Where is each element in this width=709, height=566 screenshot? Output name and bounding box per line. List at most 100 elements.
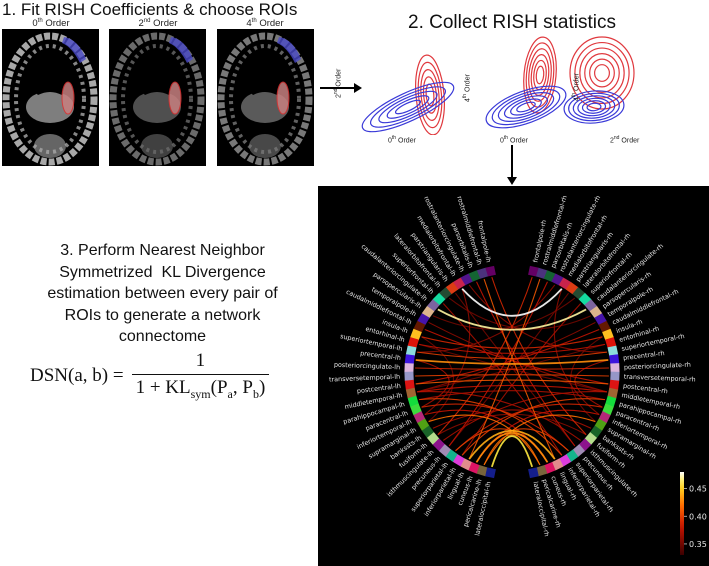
plot1-xlabel: 0th Order (388, 135, 416, 145)
arrow-down-icon (507, 145, 517, 185)
contour-line (523, 36, 557, 114)
node-precentral-lh (404, 354, 415, 365)
edge-parahippocampal-lh-parahippocampal-rh (418, 390, 606, 401)
edge-medialorbitofrontal-lh-medialorbitofrontal-rh (461, 288, 563, 317)
node-lateraloccipital-rh (528, 467, 539, 479)
node-label: posteriorcingulate-lh (334, 361, 401, 372)
contour-line (525, 42, 555, 108)
node-lingual-lh (460, 458, 473, 471)
contour-line (516, 101, 536, 113)
node-lingual-rh (551, 458, 564, 471)
contour-line (485, 85, 567, 129)
brain-images (2, 29, 314, 166)
plot3-xlabel: 2nd Order (610, 135, 640, 145)
contour-line (586, 102, 602, 112)
colorbar: 0.45 0.40 0.35 (680, 472, 707, 555)
edge-entorhinal-lh-entorhinal-rh (418, 343, 606, 354)
node-middletemporal-rh (607, 387, 619, 399)
edge-precentral-lh-precentral-rh (415, 359, 609, 365)
edge-rostralmiddlefrontal-rh-lingual-lh (468, 278, 541, 460)
node-pericalcarine-lh (476, 465, 488, 477)
formula-numerator: 1 (195, 350, 206, 371)
contour-line (503, 95, 549, 119)
roi-red (276, 81, 290, 115)
contour-line (510, 98, 542, 116)
edge-cuneus-lh-cuneus-rh (475, 432, 549, 463)
node-rostralmiddlefrontal-rh (536, 267, 548, 279)
roi-blue (277, 37, 301, 63)
contour-line (394, 99, 422, 115)
node-posteriorcingulate-lh (404, 363, 414, 373)
node-parahippocampal-rh (605, 395, 617, 407)
connectome-circle-plot: frontalpole-lhrostralmiddlefrontal-lhpar… (329, 194, 707, 555)
brain-slice-2 (217, 29, 314, 166)
edge-lingual-lh-lingual-rh (468, 429, 556, 460)
plot1-ylabel: 2nd Order (333, 68, 343, 98)
node-frontalpole-lh (485, 265, 496, 277)
edge-lateralorbitofrontal-lh-parsopercularis-rh (448, 297, 592, 330)
contour-plot-1 (361, 54, 455, 135)
node-parahippocampal-lh (407, 395, 419, 407)
contour-line (568, 92, 620, 122)
node-caudalmiddlefrontal-lh (413, 320, 426, 333)
connectome-edges (415, 276, 609, 468)
brain-label-4: 4th Order (246, 18, 284, 30)
formula-lhs: DSN(a, b) = (30, 364, 124, 386)
contour-line (569, 36, 635, 110)
contour-line (574, 41, 630, 105)
colorbar-tick-label: 0.40 (689, 512, 707, 521)
node-postcentral-rh (609, 379, 620, 390)
brain-label-0: 0th Order (32, 18, 70, 30)
formula-fraction: 1 1 + KLsym(Pa, Pb) (131, 350, 270, 402)
node-label: transversetemporal-lh (329, 373, 400, 384)
roi-blue (169, 37, 193, 63)
plot3-ylabel: 4th Order (571, 73, 581, 101)
contour-plot-3 (563, 36, 635, 124)
node-parsorbitalis-lh (468, 270, 481, 282)
edge-lateraloccipital-lh-lateraloccipital-rh (490, 435, 534, 468)
node-cuneus-rh (543, 462, 556, 474)
formula-denominator: 1 + KLsym(Pa, Pb) (131, 374, 270, 402)
node-insula-lh (410, 328, 422, 341)
node-precentral-rh (609, 354, 620, 365)
contour-line (584, 53, 620, 93)
node-middletemporal-lh (405, 387, 417, 399)
edge-posteriorcingulate-lh-posteriorcingulate-rh (415, 367, 609, 370)
edge-frontalpole-lh-fusiform-rh (491, 276, 587, 435)
contour-line (491, 88, 561, 126)
contour-line (579, 47, 625, 99)
colorbar-tick-label: 0.45 (689, 485, 707, 494)
node-transversetemporal-lh (404, 371, 414, 381)
step3-line: connectome (118, 328, 207, 345)
node-cuneus-lh (468, 462, 481, 474)
node-label: transversetemporal-rh (624, 373, 696, 384)
edge-caudalanteriorcingulate-lh-caudalanteriorcingulate-rh (437, 308, 587, 331)
contour-line (528, 48, 552, 102)
edge-insula-lh-insula-rh (421, 336, 603, 349)
contour-line (535, 65, 545, 85)
edge-parahippocampal-lh-inferiorparietal-rh (418, 398, 563, 456)
node-superiortemporal-rh (607, 345, 619, 357)
edge-rostralanteriorcingulate-lh-superiortemporal-rh (468, 284, 607, 353)
connectome-nodes (404, 265, 620, 479)
node-label: posteriorcingulate-rh (624, 361, 691, 372)
arrow-right-icon (320, 83, 362, 93)
edge-supramarginal-lh-pericalcarine-rh (428, 414, 541, 466)
contour-line (533, 59, 547, 91)
step2-title: 2. Collect RISH statistics (408, 12, 616, 33)
node-pericalcarine-rh (536, 465, 548, 477)
dsn-formula: DSN(a, b) = 1 1 + KLsym(Pa, Pb) (30, 350, 270, 402)
edge-supramarginal-rh-pericalcarine-lh (483, 414, 596, 466)
edge-middletemporal-rh-isthmuscingulate-lh (442, 390, 607, 441)
contour-line (563, 90, 625, 124)
colorbar-tick-label: 0.35 (689, 540, 707, 549)
step1-title: 1. Fit RISH Coefficients & choose ROIs (2, 0, 298, 19)
edge-parahippocampal-rh-inferiorparietal-lh (461, 398, 606, 456)
node-posteriorcingulate-rh (610, 363, 620, 373)
contour-line (378, 90, 438, 124)
edge-rostralanteriorcingulate-rh-superiortemporal-lh (417, 284, 556, 353)
edge-middletemporal-lh-middletemporal-rh (416, 384, 608, 393)
rish-contour-plots (361, 36, 635, 135)
edge-precentral-rh-paracentral-rh (574, 359, 609, 408)
step3-description: 3. Perform Nearest Neighbor Symmetrized … (20, 240, 305, 348)
